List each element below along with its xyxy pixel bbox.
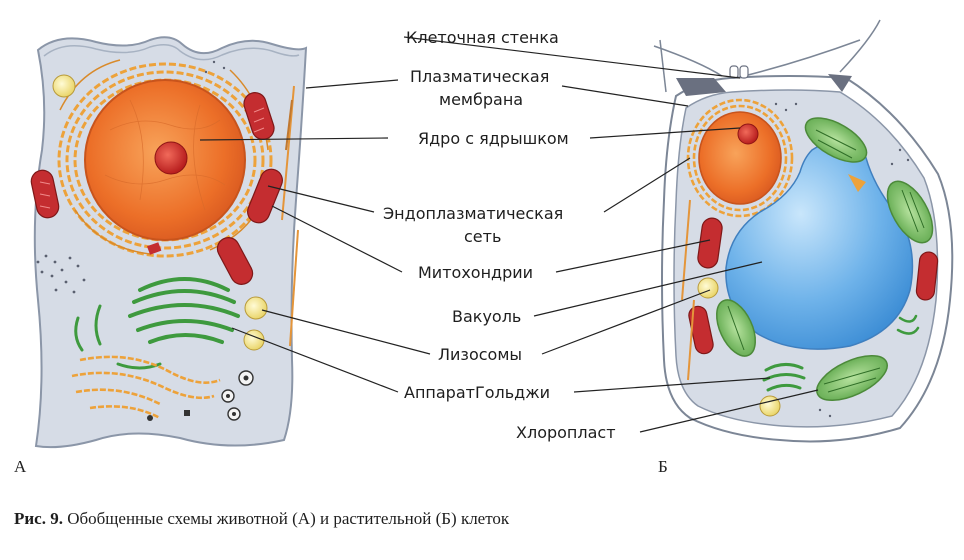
plant-lysosome bbox=[697, 277, 719, 299]
animal-ribosomes bbox=[36, 60, 226, 294]
plant-vacuole bbox=[725, 140, 914, 350]
label-plasma-membrane-1: Плазматическая bbox=[410, 67, 549, 86]
plant-cell bbox=[653, 19, 954, 443]
animal-vacuole bbox=[52, 74, 76, 98]
diagram-labels: Клеточная стенка Плазматическая мембрана… bbox=[383, 28, 616, 442]
plant-nucleus bbox=[698, 111, 782, 205]
animal-lower-er bbox=[71, 355, 221, 420]
plant-plasmodesmata bbox=[676, 65, 852, 96]
panel-tag-animal: А bbox=[14, 457, 27, 476]
plant-neighbor-walls bbox=[653, 19, 881, 93]
label-golgi: АппаратГольджи bbox=[404, 383, 550, 402]
animal-golgi bbox=[74, 277, 240, 370]
plant-nucleolus bbox=[737, 123, 759, 145]
figure-caption: Рис. 9. Обобщенные схемы животной (А) и … bbox=[14, 509, 510, 528]
plant-er bbox=[686, 98, 794, 218]
plant-chloroplasts bbox=[715, 117, 934, 402]
animal-lysosome bbox=[243, 329, 265, 351]
plant-golgi bbox=[762, 314, 920, 392]
plant-mitochondria bbox=[688, 217, 939, 355]
animal-vesicles bbox=[147, 370, 254, 421]
label-nucleus: Ядро с ядрышком bbox=[418, 129, 569, 148]
panel-tag-plant: Б bbox=[658, 457, 668, 476]
plant-microtubules bbox=[681, 199, 695, 381]
label-cell-wall: Клеточная стенка bbox=[406, 28, 559, 47]
figure-caption-text: Обобщенные схемы животной (А) и растител… bbox=[63, 509, 510, 528]
leader-lines bbox=[199, 36, 819, 433]
label-mitochondria: Митохондрии bbox=[418, 263, 533, 282]
plant-ribosomes bbox=[774, 102, 910, 418]
label-lysosomes: Лизосомы bbox=[438, 345, 522, 364]
animal-nucleolus bbox=[154, 141, 188, 175]
animal-centriole bbox=[146, 242, 162, 255]
animal-plasma-membrane bbox=[43, 44, 300, 61]
plant-lysosome bbox=[759, 395, 781, 417]
figure-caption-prefix: Рис. 9. bbox=[14, 509, 63, 528]
label-er-2: сеть bbox=[464, 227, 501, 246]
animal-lysosome bbox=[244, 296, 268, 320]
label-plasma-membrane-2: мембрана bbox=[439, 90, 523, 109]
label-chloroplast: Хлоропласт bbox=[516, 423, 616, 442]
animal-cell bbox=[30, 36, 308, 449]
animal-microtubules bbox=[281, 85, 299, 347]
label-er-1: Эндоплазматическая bbox=[383, 204, 563, 223]
label-vacuole: Вакуоль bbox=[452, 307, 521, 326]
